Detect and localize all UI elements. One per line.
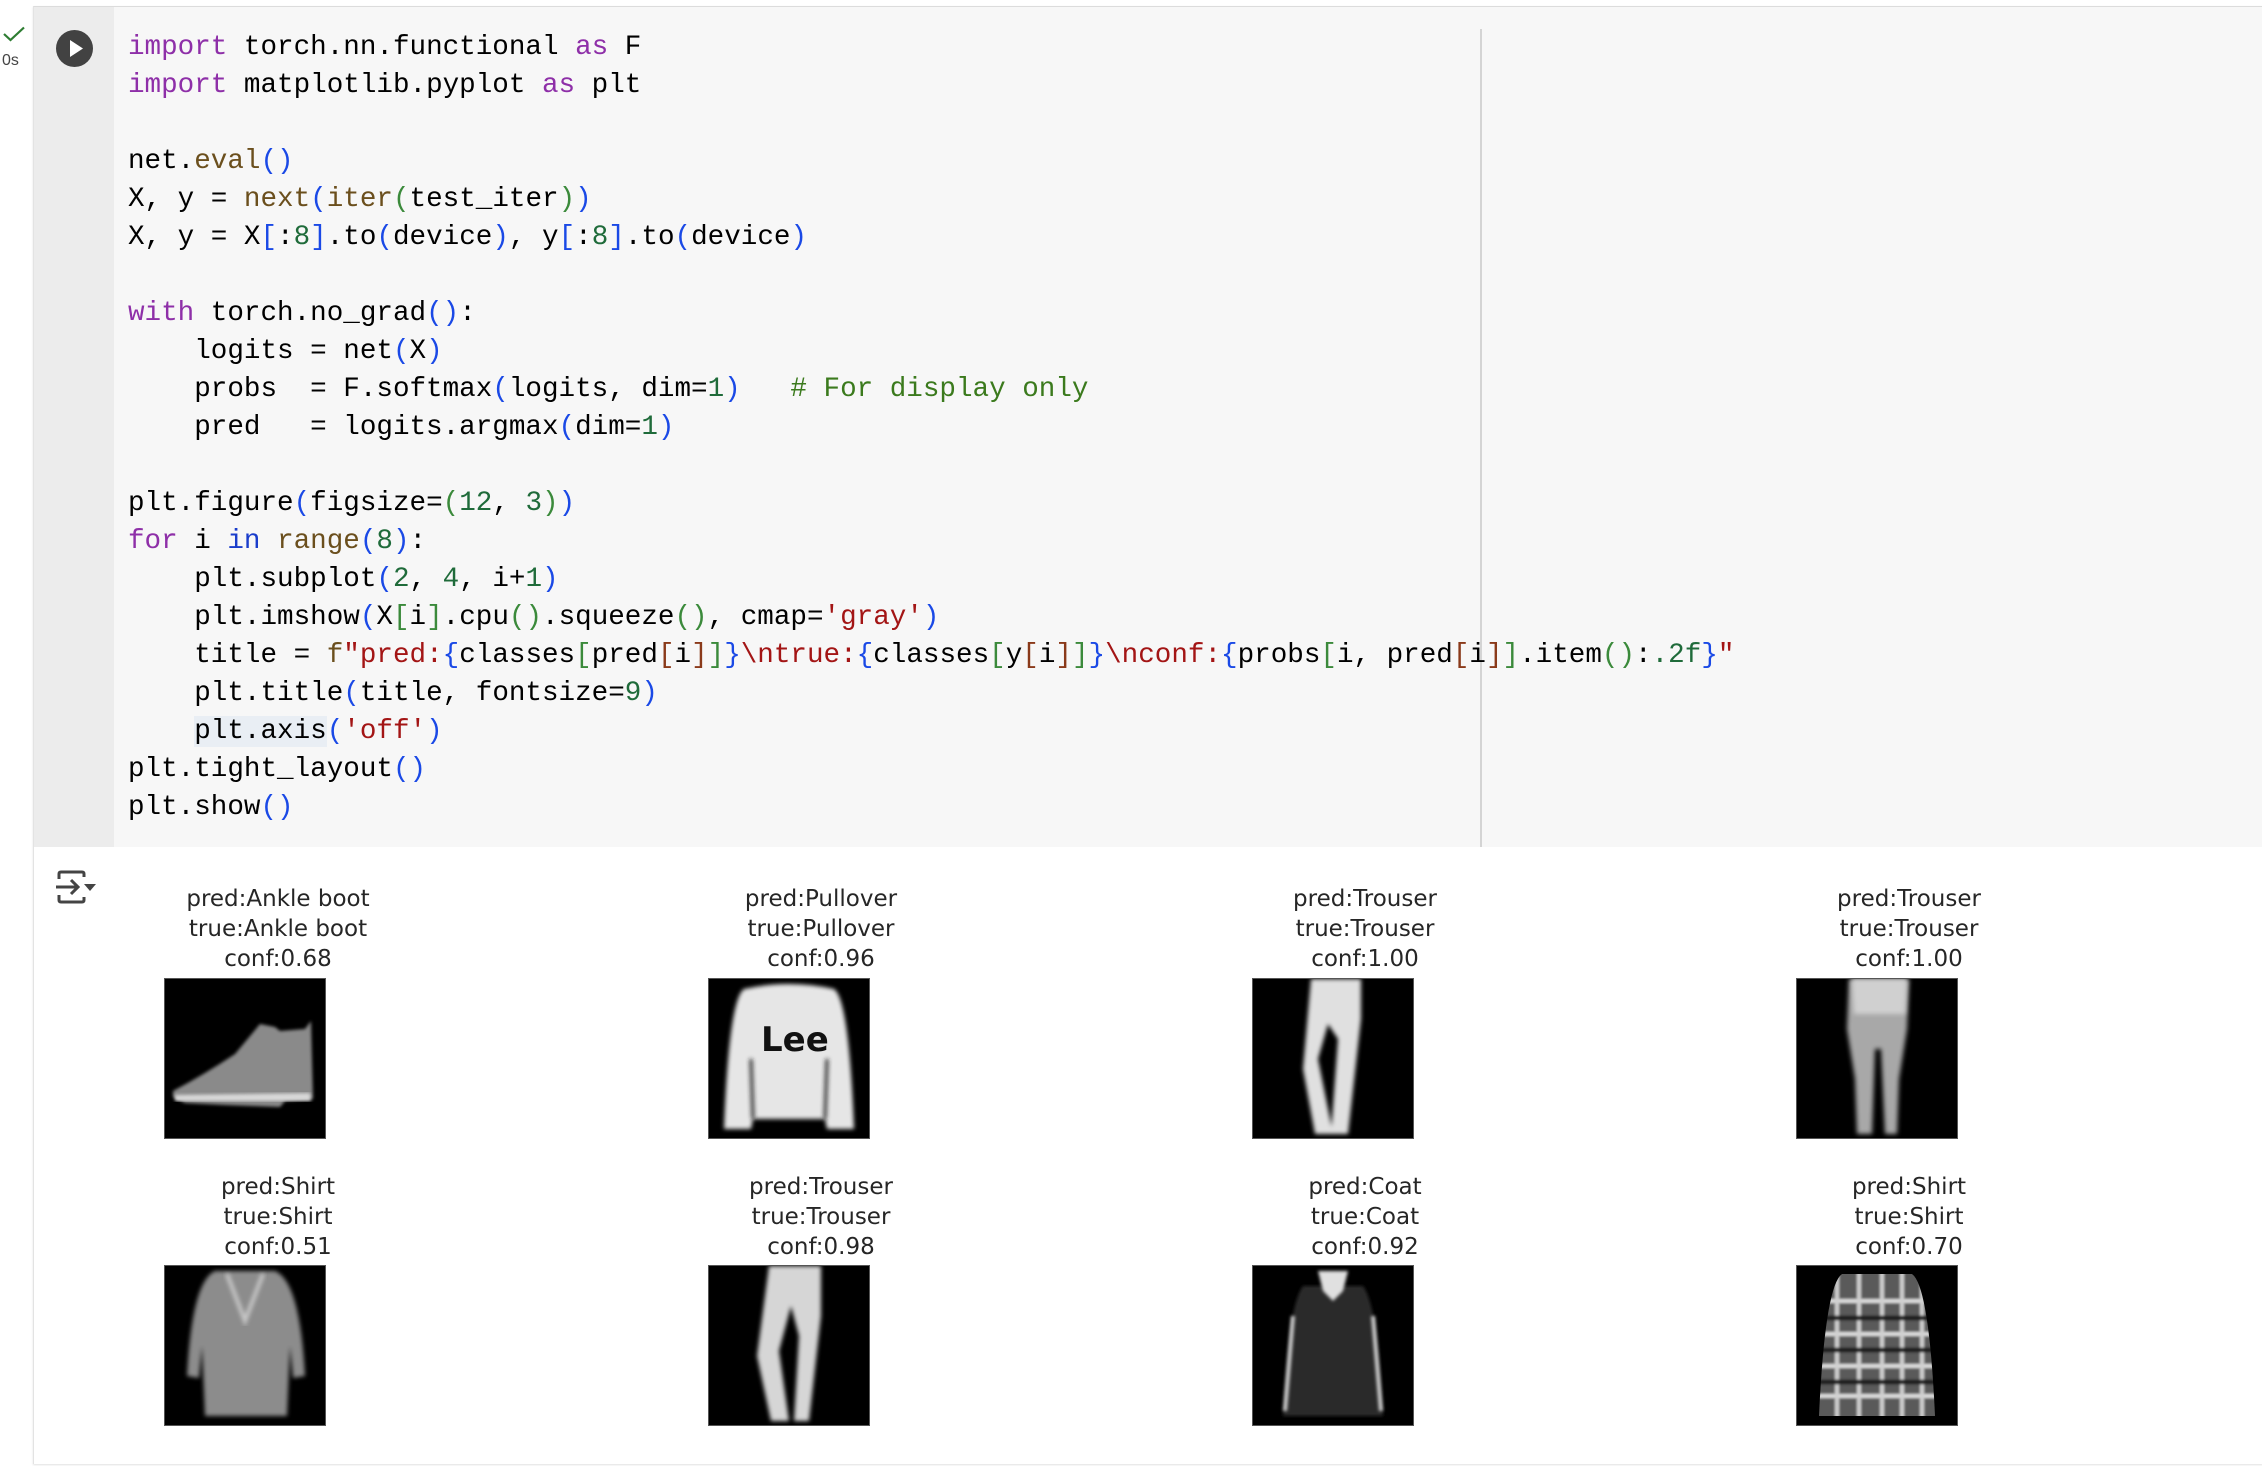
code-line: plt.show() [128,792,294,823]
code-line: plt.imshow(X[i].cpu().squeeze(), cmap='g… [128,602,940,633]
check-icon [3,26,25,42]
pred-label: pred:Trouser [749,1174,893,1200]
code-line: plt.figure(figsize=(12, 3)) [128,488,576,519]
run-cell-button[interactable] [56,30,93,67]
true-label: true:Trouser [1295,916,1435,942]
true-label: true:Ankle boot [188,916,368,942]
output-toggle-icon[interactable] [54,869,98,905]
image-trouser [1252,978,1414,1139]
conf-label: conf:0.96 [767,946,875,972]
execution-duration: 0s [2,52,19,69]
code-editor[interactable]: import torch.nn.functional as F import ma… [114,7,2262,847]
image-trouser [708,1265,870,1426]
image-shirt-plaid [1796,1265,1958,1426]
subplot-title: pred:Coat true:Coat conf:0.92 [1215,1172,1515,1262]
image-ankle-boot [164,978,326,1139]
code-line [128,257,1734,295]
subplot-title: pred:Pullover true:Pullover conf:0.96 [671,884,971,974]
line-length-ruler [1480,29,1482,847]
cell-gutter [34,7,114,847]
true-label: true:Shirt [223,1204,333,1230]
conf-label: conf:0.92 [1311,1234,1419,1260]
conf-label: conf:1.00 [1311,946,1419,972]
code-line: X, y = next(iter(test_iter)) [128,184,592,215]
code-line [128,447,1734,485]
subplot-title: pred:Trouser true:Trouser conf:1.00 [1759,884,2059,974]
code-line: plt.tight_layout() [128,754,427,785]
conf-label: conf:0.70 [1855,1234,1963,1260]
pred-label: pred:Trouser [1837,886,1981,912]
pred-label: pred:Trouser [1293,886,1437,912]
true-label: true:Shirt [1854,1204,1964,1230]
pred-label: pred:Coat [1308,1174,1422,1200]
code-line: import matplotlib.pyplot as plt [128,70,642,101]
pred-label: pred:Ankle boot [186,886,370,912]
subplot-title: pred:Shirt true:Shirt conf:0.70 [1759,1172,2059,1262]
code-line: title = f"pred:{classes[pred[i]]}\ntrue:… [128,640,1735,671]
code-line: plt.title(title, fontsize=9) [128,678,658,709]
pred-label: pred:Shirt [1851,1174,1967,1200]
conf-label: conf:0.51 [224,1234,332,1260]
true-label: true:Coat [1310,1204,1420,1230]
code-line: plt.subplot(2, 4, i+1) [128,564,559,595]
code-text[interactable]: import torch.nn.functional as F import ma… [128,29,1734,827]
true-label: true:Pullover [747,916,895,942]
code-line: logits = net(X) [128,336,443,367]
cell-status: 0s [0,26,34,69]
subplot-title: pred:Trouser true:Trouser conf:1.00 [1215,884,1515,974]
image-shirt [164,1265,326,1426]
conf-label: conf:1.00 [1855,946,1963,972]
svg-text:Lee: Lee [761,1020,829,1060]
cell-output: pred:Ankle boot true:Ankle boot conf:0.6… [34,847,2262,1464]
pred-label: pred:Pullover [744,886,898,912]
conf-label: conf:0.98 [767,1234,875,1260]
code-line: for i in range(8): [128,526,427,557]
code-line: plt.axis('off') [194,716,443,747]
image-pullover: Lee [708,978,870,1139]
conf-label: conf:0.68 [224,946,332,972]
code-line: import torch.nn.functional as F [128,32,642,63]
true-label: true:Trouser [751,1204,891,1230]
play-icon [70,40,83,57]
code-line [128,105,1734,143]
code-line: net.eval() [128,146,294,177]
code-line: with torch.no_grad(): [128,298,476,329]
subplot-title: pred:Ankle boot true:Ankle boot conf:0.6… [128,884,428,974]
pred-label: pred:Shirt [220,1174,336,1200]
subplot-title: pred:Shirt true:Shirt conf:0.51 [128,1172,428,1262]
true-label: true:Trouser [1839,916,1979,942]
image-trouser [1796,978,1958,1139]
code-line: X, y = X[:8].to(device), y[:8].to(device… [128,222,808,253]
code-line: probs = F.softmax(logits, dim=1) # For d… [128,374,1089,405]
image-coat [1252,1265,1414,1426]
code-line: pred = logits.argmax(dim=1) [128,412,675,443]
subplot-title: pred:Trouser true:Trouser conf:0.98 [671,1172,971,1262]
code-cell[interactable]: import torch.nn.functional as F import ma… [33,6,2262,1464]
